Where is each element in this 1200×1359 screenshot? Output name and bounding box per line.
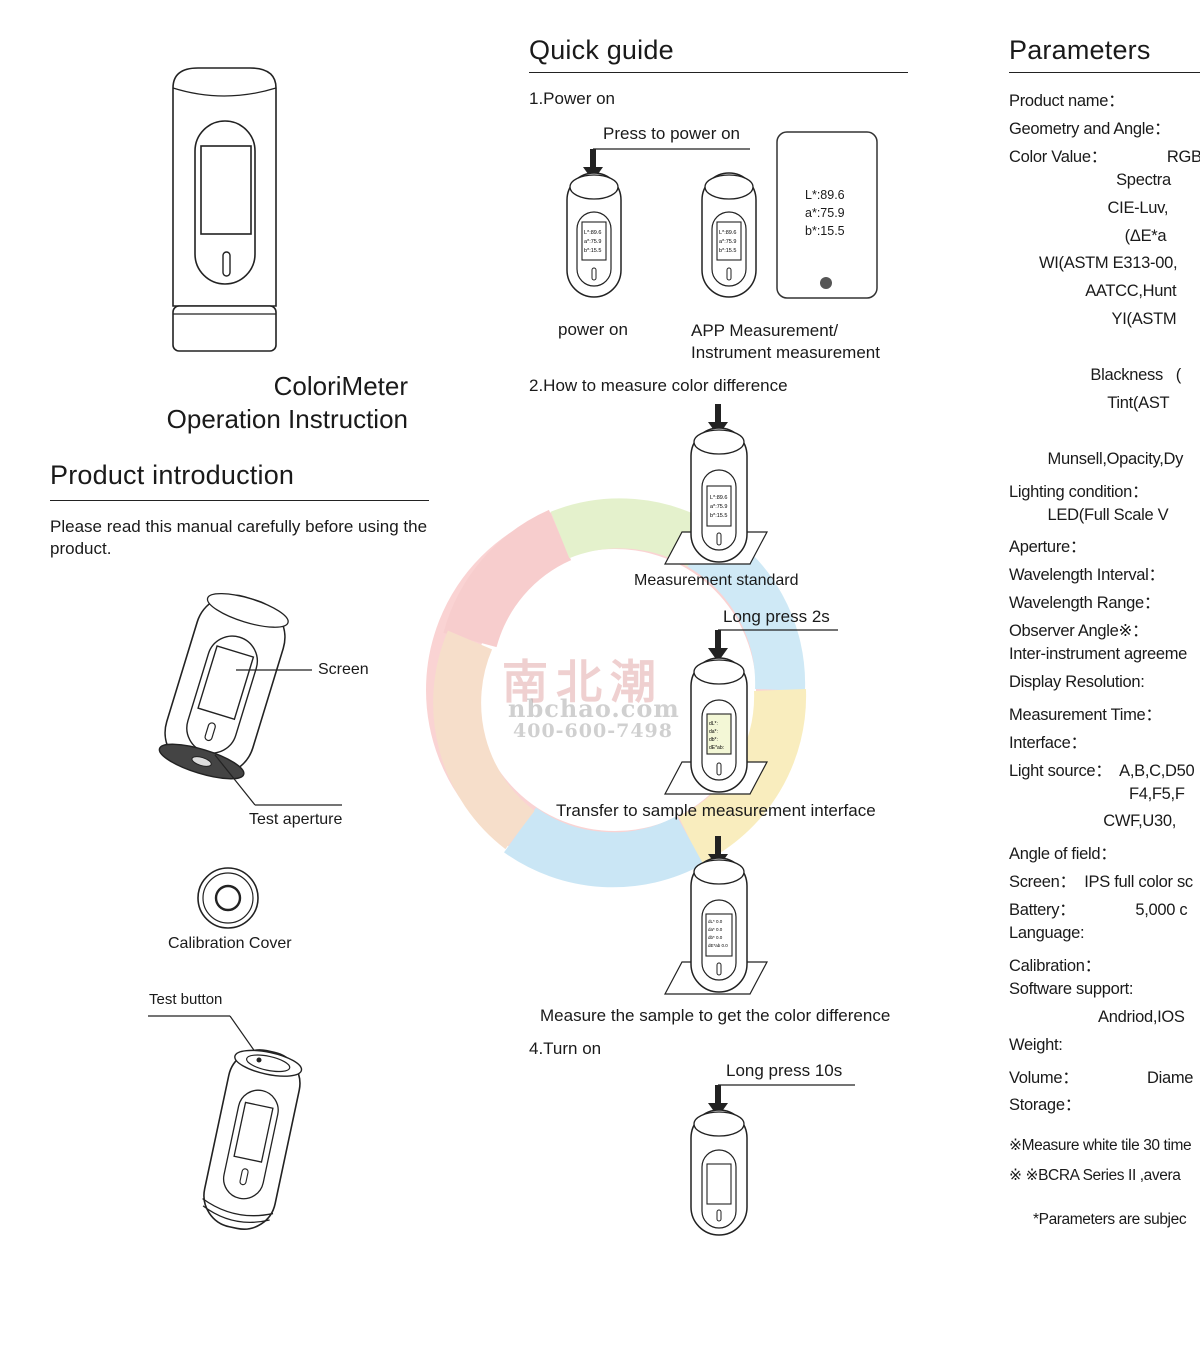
app-caption-line2: Instrument measurement xyxy=(691,343,880,362)
parameter-row: Storage： xyxy=(1009,1096,1081,1115)
parameter-row: Lighting condition： xyxy=(1009,482,1149,501)
parameter-row: Measurement Time： xyxy=(1009,705,1162,724)
parameter-row: Tint(AST xyxy=(1009,393,1170,412)
parameter-row: Aperture： xyxy=(1009,538,1087,557)
parameter-row: Battery： 5,000 c xyxy=(1009,901,1188,920)
watermark-cn: 南北潮 xyxy=(502,655,664,709)
parameter-row: Andriod,IOS xyxy=(1009,1007,1185,1026)
label-calibration-cover: Calibration Cover xyxy=(168,935,292,952)
parameter-row: Volume： Diame xyxy=(1009,1068,1194,1087)
parameters-heading: Parameters xyxy=(1009,35,1151,65)
phone-readout-l: L*:89.6 xyxy=(805,188,845,202)
parameter-row: Color Value： RGB xyxy=(1009,147,1200,166)
parameter-row: Language: xyxy=(1009,924,1085,942)
svg-text:a*:75.9: a*:75.9 xyxy=(710,504,727,510)
parameter-row: Inter-instrument agreeme xyxy=(1009,645,1188,663)
power-on-caption: power on xyxy=(558,320,628,339)
measurement-standard-illustration: L*:89.6 a*:75.9 b*:15.5 xyxy=(664,404,768,565)
calibration-cover-icon xyxy=(197,867,259,929)
cover-title-line2: Operation Instruction xyxy=(166,404,408,434)
parameter-row: Munsell,Opacity,Dy xyxy=(1009,449,1184,468)
svg-text:dE*ab:: dE*ab: xyxy=(709,745,724,751)
parameter-row: Light source： A,B,C,D50 xyxy=(1009,761,1195,780)
label-screen: Screen xyxy=(318,661,369,678)
parameter-row: YI(ASTM xyxy=(1009,310,1177,329)
press-power-label: Press to power on xyxy=(603,124,741,143)
parameter-row: Wavelength Range： xyxy=(1009,594,1161,613)
quick-guide-heading: Quick guide xyxy=(529,35,674,65)
svg-text:b*:15.5: b*:15.5 xyxy=(719,248,736,254)
step1-devices-illustration: L*:89.6 a*:75.9 b*:15.5 L*:89.6 a*:75.9 … xyxy=(566,131,878,299)
parameter-row: Blackness ( xyxy=(1009,366,1181,384)
phone-readout-a: a*:75.9 xyxy=(805,206,845,220)
svg-text:dL*:: dL*: xyxy=(709,721,718,727)
transfer-interface-illustration: dL*: da*: db*: dE*ab: xyxy=(664,629,838,795)
turn-on-illustration xyxy=(690,1084,855,1236)
svg-text:L*:89.6: L*:89.6 xyxy=(584,230,601,236)
label-test-aperture: Test aperture xyxy=(249,811,343,828)
phone-readout-b: b*:15.5 xyxy=(805,224,845,238)
label-test-button: Test button xyxy=(149,991,223,1008)
step4-label: 4.Turn on xyxy=(529,1039,602,1058)
parameter-row: Geometry and Angle： xyxy=(1009,119,1171,138)
device-test-button-illustration xyxy=(148,1015,303,1230)
parameter-row: Software support: xyxy=(1009,979,1134,998)
svg-text:L*:89.6: L*:89.6 xyxy=(710,495,727,501)
svg-text:dL* 0.0: dL* 0.0 xyxy=(708,919,723,924)
parameter-row: LED(Full Scale V xyxy=(1009,505,1169,524)
parameter-row: Weight: xyxy=(1009,1035,1063,1054)
svg-text:b*:15.5: b*:15.5 xyxy=(710,513,727,519)
svg-text:dE*ab 0.0: dE*ab 0.0 xyxy=(708,943,728,948)
svg-text:a*:75.9: a*:75.9 xyxy=(719,239,736,245)
measurement-standard-caption: Measurement standard xyxy=(634,572,799,589)
parameter-row: WI(ASTM E313-00, xyxy=(1009,254,1178,273)
step1-label: 1.Power on xyxy=(529,89,615,108)
transfer-caption: Transfer to sample measurement interface xyxy=(556,801,876,820)
step2-label: 2.How to measure color difference xyxy=(529,376,788,395)
quick-guide-rule xyxy=(529,72,908,73)
parameter-row: Product name： xyxy=(1009,92,1125,110)
parameter-row: Display Resolution: xyxy=(1009,672,1145,691)
app-caption-line1: APP Measurement/ xyxy=(691,321,839,340)
parameter-row: Observer Angle※： xyxy=(1009,622,1149,641)
measure-sample-caption: Measure the sample to get the color diff… xyxy=(540,1006,891,1025)
long-press-10s-label: Long press 10s xyxy=(726,1061,843,1080)
device-front-illustration xyxy=(172,67,277,352)
product-intro-text: Please read this manual carefully before… xyxy=(50,517,428,558)
measure-sample-illustration: dL* 0.0 da* 0.0 db* 0.0 dE*ab 0.0 xyxy=(664,836,768,995)
parameter-row: Wavelength Interval： xyxy=(1009,566,1165,585)
parameters-note-1: ※Measure white tile 30 time xyxy=(1009,1137,1192,1154)
parameters-footer: *Parameters are subjec xyxy=(1033,1211,1187,1228)
parameters-note-2: ※ ※BCRA Series II ,avera xyxy=(1009,1167,1181,1184)
app-measurement-caption: APP Measurement/ Instrument measurement xyxy=(691,320,880,364)
svg-text:da* 0.0: da* 0.0 xyxy=(708,927,723,932)
device-tilted-illustration xyxy=(158,592,342,806)
product-intro-heading: Product introduction xyxy=(50,460,295,490)
svg-text:b*:15.5: b*:15.5 xyxy=(584,248,601,254)
svg-text:da*:: da*: xyxy=(709,729,718,735)
parameter-row: Calibration： xyxy=(1009,956,1101,975)
parameter-row: Spectra xyxy=(1009,170,1171,189)
cover-title-line1: ColoriMeter xyxy=(273,371,408,401)
parameter-row: CWF,U30, xyxy=(1009,812,1177,831)
parameter-row: AATCC,Hunt xyxy=(1009,282,1177,301)
parameter-row: F4,F5,F xyxy=(1009,784,1185,803)
svg-text:db* 0.0: db* 0.0 xyxy=(708,935,723,940)
product-intro-rule xyxy=(50,500,429,501)
parameters-rule xyxy=(1009,72,1200,73)
parameter-row: (ΔE*a xyxy=(1009,226,1167,245)
watermark-phone: 400-600-7498 xyxy=(513,720,673,742)
parameter-row: CIE-Luv, xyxy=(1009,198,1169,217)
cover-title: ColoriMeter Operation Instruction xyxy=(100,370,408,436)
phone-readout: L*:89.6 a*:75.9 b*:15.5 xyxy=(805,186,845,240)
parameter-row: Angle of field： xyxy=(1009,845,1117,864)
parameter-row: Interface： xyxy=(1009,733,1087,752)
svg-text:a*:75.9: a*:75.9 xyxy=(584,239,601,245)
watermark-en: nbchao.com xyxy=(508,694,680,723)
svg-text:L*:89.6: L*:89.6 xyxy=(719,230,736,236)
svg-text:db*:: db*: xyxy=(709,737,718,743)
long-press-2s-label: Long press 2s xyxy=(723,607,830,626)
parameter-row: Screen： IPS full color sc xyxy=(1009,873,1193,892)
